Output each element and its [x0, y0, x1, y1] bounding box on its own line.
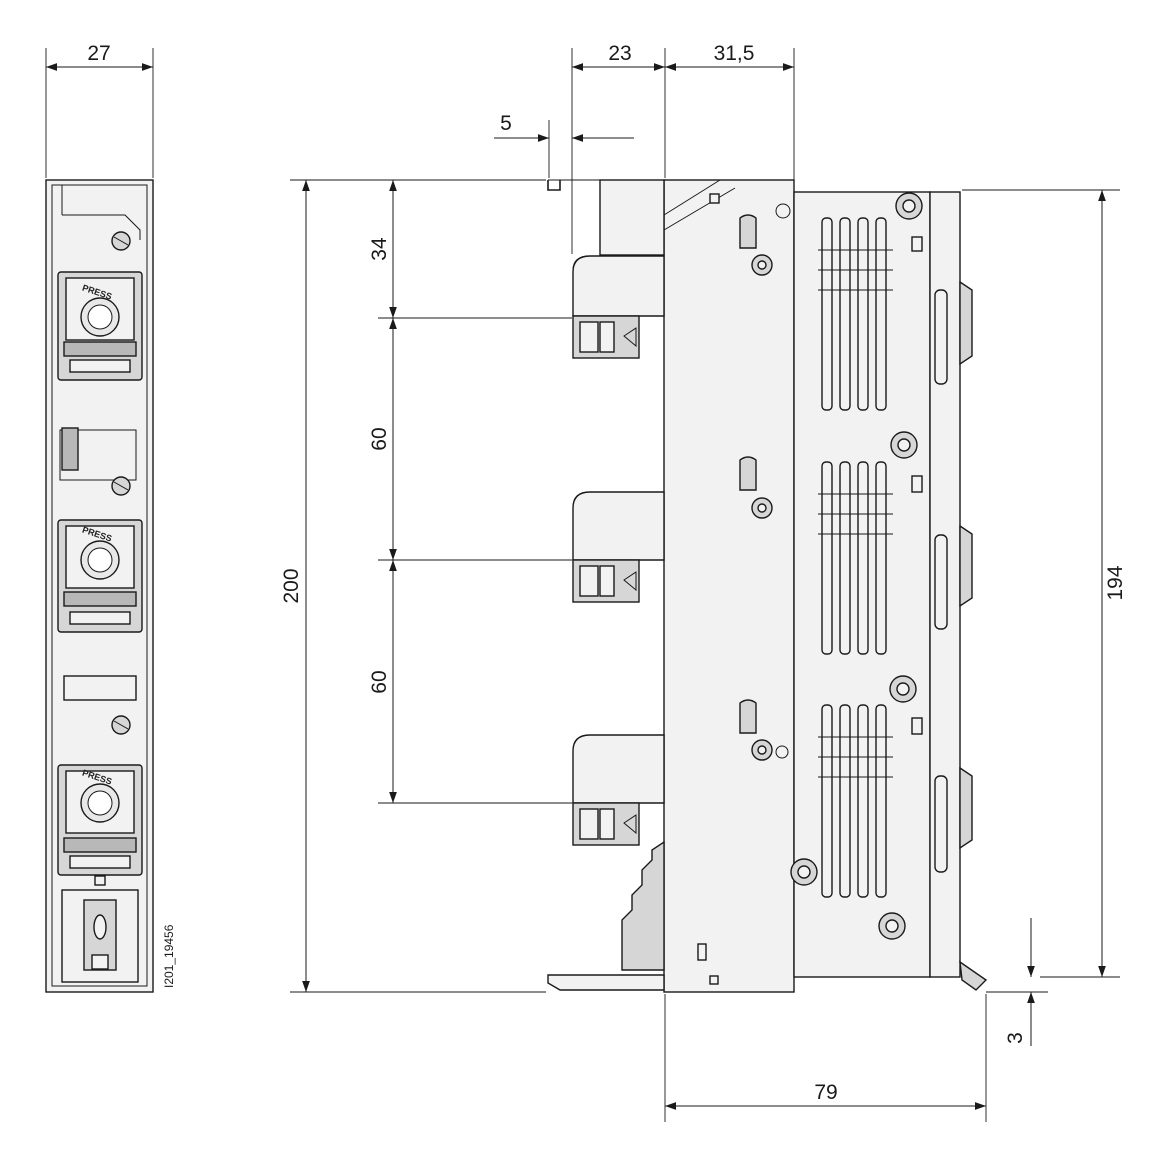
bolt-icon: [878, 912, 906, 940]
dim-5: 5: [494, 112, 634, 178]
dim-79: 79: [664, 994, 987, 1122]
dim-label-79: 79: [814, 1081, 837, 1104]
handle-bottom: [934, 766, 973, 873]
dim-label-60-second: 60: [368, 670, 391, 693]
bolt-icon: [890, 431, 918, 459]
dim-60-second: 60: [368, 560, 397, 803]
dim-label-27: 27: [87, 42, 110, 65]
window-mid: [59, 427, 137, 481]
hinge-top: [739, 214, 773, 276]
dim-front-width: 27: [45, 42, 154, 178]
side-view: [547, 179, 988, 993]
dim-23: 23: [571, 42, 666, 254]
dim-label-200: 200: [280, 568, 303, 603]
dim-194: 194: [1098, 190, 1127, 977]
bolt-icon: [889, 675, 917, 703]
drawing-id: I201_19456: [162, 924, 176, 988]
vent-slots-bottom: [818, 704, 893, 898]
dim-label-5: 5: [500, 112, 512, 135]
dim-3: 3: [986, 918, 1048, 1046]
contact-finger-bottom: [572, 734, 665, 846]
dim-60-first: 60: [368, 318, 397, 560]
vent-slots-middle: [818, 461, 893, 655]
dim-200: 200: [280, 180, 310, 992]
handle-middle: [934, 524, 973, 630]
mounting-latch: [61, 875, 139, 983]
dim-31-5: 31,5: [665, 42, 795, 190]
fuse-clamp-top: PRESS: [57, 271, 143, 381]
vent-slots-top: [818, 217, 893, 411]
dim-label-23: 23: [608, 42, 631, 65]
foot-clip: [959, 960, 988, 991]
fuse-clamp-middle: PRESS: [57, 519, 143, 633]
fuse-clamp-bottom: PRESS: [57, 764, 143, 876]
bolt-icon: [895, 192, 923, 220]
dim-label-34: 34: [368, 237, 391, 261]
front-view: PRESS PRESS PRESS: [45, 179, 154, 993]
hinge-bottom: [739, 699, 789, 761]
dim-label-3: 3: [1004, 1032, 1027, 1044]
bolt-icon: [790, 858, 818, 886]
hinge-middle: [739, 456, 773, 519]
dim-label-31-5: 31,5: [714, 42, 755, 65]
handle-top: [934, 280, 973, 385]
contact-finger-middle: [572, 491, 665, 603]
base-bracket: [547, 840, 719, 991]
dim-label-194: 194: [1104, 565, 1127, 600]
dim-label-60-first: 60: [368, 427, 391, 450]
dim-34: 34: [368, 180, 397, 318]
contact-finger-top: [572, 255, 665, 359]
label-plate: [63, 675, 137, 701]
